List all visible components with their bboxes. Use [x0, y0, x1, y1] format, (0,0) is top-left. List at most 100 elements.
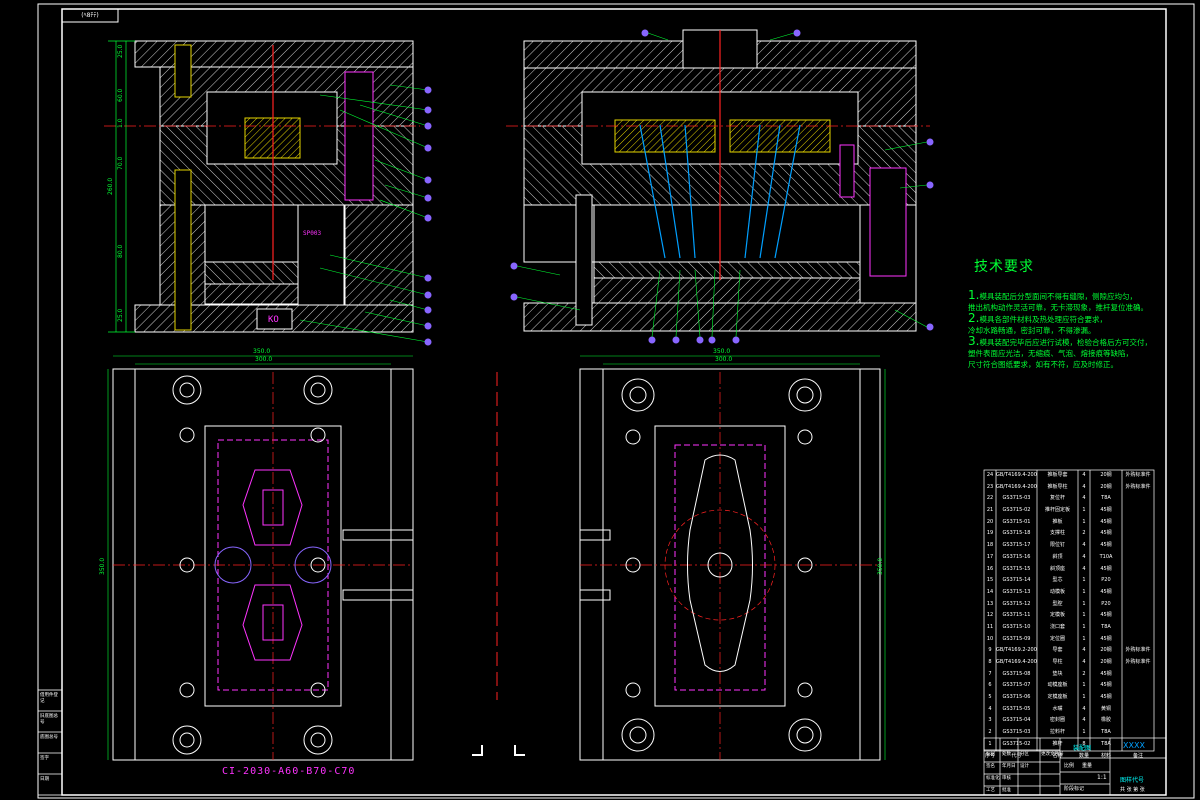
- bom-cell: 1: [988, 740, 992, 747]
- bom-cell: 8: [1082, 740, 1086, 747]
- tech-line-text: 推出机构动作灵活可靠，无卡滞现象，推杆复位准确。: [968, 303, 1148, 312]
- bom-cell: 1: [1082, 588, 1086, 595]
- section-markers: [472, 745, 525, 756]
- title-block-label: 分区: [1020, 752, 1029, 757]
- bom-cell: [1122, 528, 1154, 540]
- bom-cell: GS3715-05: [1002, 705, 1031, 712]
- drawing-stamp: (ﾍ8ﾁﾃ): [81, 12, 99, 19]
- bom-cell: 外购标准件: [1125, 472, 1151, 478]
- title-block-sheet-label: 共 张 第 张: [1120, 787, 1145, 793]
- bom-cell: 浇口套: [1049, 623, 1065, 630]
- bom-cell: 45钢: [1100, 694, 1112, 701]
- bom-cell: 1: [1082, 635, 1086, 642]
- bom-cell: GS3715-04: [1002, 717, 1031, 724]
- bom-cell: 12: [986, 612, 994, 619]
- margin-label: 签字: [40, 756, 49, 761]
- bom-cell: 45钢: [1100, 588, 1112, 595]
- bom-cell: 45钢: [1100, 565, 1112, 572]
- bom-cell: [1122, 575, 1154, 587]
- dim-layer-2: 60.0: [117, 88, 124, 102]
- bom-cell: 1: [1082, 518, 1086, 525]
- margin-label: 底图总号: [40, 735, 58, 740]
- bom-cell: [1122, 704, 1154, 716]
- water-channel-1: [344, 71, 374, 201]
- dim-layer-5: 25.0: [117, 308, 124, 322]
- bom-cell: [1122, 493, 1154, 505]
- bom-cell: 材料: [1100, 752, 1111, 759]
- bom-cell: 9: [988, 647, 992, 654]
- outer-frame: [37, 3, 1195, 799]
- bom-cell: 11: [986, 623, 994, 630]
- bom-cell: 4: [1082, 659, 1086, 665]
- bom-cell: 23: [986, 483, 994, 490]
- bom-cell: 45钢: [1100, 670, 1112, 677]
- dim-plan-height-l: 350.0: [99, 558, 106, 575]
- support-pillar: [297, 204, 345, 306]
- bom-cell: 1: [1082, 623, 1086, 630]
- bom-cell: 4: [1082, 705, 1086, 712]
- bom-cell: 20钢: [1100, 659, 1112, 665]
- bom-cell: 斜顶座: [1049, 565, 1065, 572]
- margin-label: 借用件登记: [40, 693, 58, 704]
- bom-cell: 橡胶: [1100, 717, 1111, 724]
- bom-cell: GS3715-16: [1002, 553, 1031, 560]
- bom-cell: P20: [1101, 600, 1111, 607]
- left-margin-table: [37, 689, 63, 796]
- bom-cell: 20钢: [1100, 647, 1112, 654]
- r-part-l: [614, 119, 716, 153]
- bom-cell: 5: [988, 694, 992, 701]
- guide-pillar-l2: [174, 169, 192, 331]
- bom-cell: [1122, 505, 1154, 517]
- bom-cell: [1122, 564, 1154, 576]
- bom-cell: 定模板: [1049, 612, 1065, 619]
- guide-pillar-l1: [174, 44, 192, 98]
- bom-cell: 4: [1082, 717, 1086, 724]
- bom-cell: 20钢: [1100, 483, 1112, 490]
- bom-cell: GS3715-10: [1002, 623, 1031, 630]
- title-block-stage-label: 阶段标记: [1064, 786, 1085, 792]
- bom-cell: 14: [986, 588, 994, 595]
- bom-cell: GS3715-11: [1002, 612, 1031, 619]
- tech-line: 3.模具装配完毕后应进行试模，检验合格后方可交付，: [968, 335, 1193, 348]
- bom-cell: [1122, 599, 1154, 611]
- left-plan-view: [107, 355, 414, 761]
- title-block-scale: 1:1: [1097, 774, 1107, 781]
- bom-cell: T10A: [1099, 553, 1113, 560]
- tech-line-text: 模具装配完毕后应进行试模，检验合格后方可交付，: [979, 338, 1152, 347]
- bom-cell: GS3715-03: [1002, 495, 1031, 502]
- title-block-title: 装配图: [1073, 745, 1092, 752]
- bom-cell: 20钢: [1100, 472, 1112, 478]
- bom-cell: GS3715-02: [1002, 740, 1031, 747]
- bom-cell: 复位杆: [1049, 495, 1065, 502]
- dim-plan-width-r: 350.0: [713, 348, 730, 355]
- mold-base-code: CI-2030-A60-B70-C70: [222, 766, 356, 777]
- bom-cell: 斜顶: [1052, 553, 1063, 560]
- margin-label: 旧底图总号: [40, 714, 58, 725]
- bom-cell: [1122, 552, 1154, 564]
- bom-cell: [1122, 715, 1154, 727]
- tech-title: 技术要求: [974, 259, 1034, 275]
- bom-cell: 推杆: [1052, 740, 1063, 747]
- bom-cell: GB/T4169.4-2006: [996, 472, 1037, 478]
- bom-cell: [1122, 727, 1154, 739]
- bom-cell: GS3715-01: [1002, 518, 1031, 525]
- bom-cell: GS3715-06: [1002, 694, 1031, 701]
- bom-cell: 1: [1082, 694, 1086, 701]
- right-callouts: [510, 29, 934, 344]
- tech-line: 推出机构动作灵活可靠，无卡滞现象，推杆复位准确。: [968, 302, 1193, 313]
- bom-cell: GB/T4169.4-2006: [996, 483, 1037, 490]
- bom-cell: T8A: [1101, 495, 1111, 502]
- bom-cell: [1122, 610, 1154, 622]
- bom-cell: 45钢: [1100, 542, 1112, 549]
- stamp-box: [61, 8, 119, 23]
